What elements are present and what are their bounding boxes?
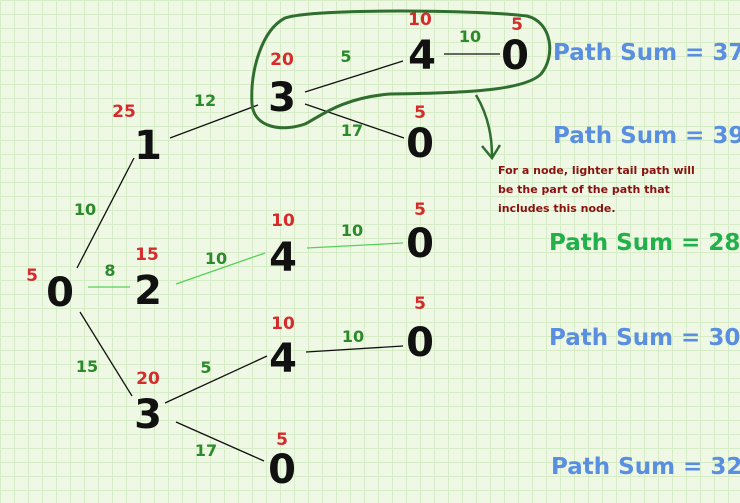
node-value: 4 bbox=[269, 336, 297, 382]
edge-weight-label: 12 bbox=[194, 91, 216, 110]
edge-root-a1 bbox=[76, 157, 135, 269]
tree-node: 05 bbox=[501, 15, 529, 79]
path-sums-layer: Path Sum = 37 Path Sum = 39 Path Sum = 28 P… bbox=[549, 40, 740, 480]
tree-node: 125 bbox=[112, 102, 162, 169]
note-line: For a node, lighter tail path will bbox=[498, 164, 695, 177]
edge-a2-a2-4 bbox=[175, 252, 266, 285]
edge-weight-label: 10 bbox=[342, 327, 364, 346]
node-subtree-sum: 15 bbox=[135, 245, 159, 265]
node-subtree-sum: 20 bbox=[270, 50, 294, 70]
node-value: 2 bbox=[134, 268, 162, 314]
node-subtree-sum: 10 bbox=[408, 10, 432, 30]
edge-root-a3 bbox=[79, 311, 133, 397]
node-subtree-sum: 5 bbox=[414, 103, 426, 123]
node-value: 4 bbox=[408, 33, 436, 79]
node-value: 3 bbox=[268, 75, 296, 121]
note-text: For a node, lighter tail path will be th… bbox=[498, 164, 699, 215]
node-value: 4 bbox=[269, 235, 297, 281]
tree-node: 215 bbox=[134, 245, 162, 314]
node-subtree-sum: 5 bbox=[414, 200, 426, 220]
path-sum-label: Path Sum = 28 bbox=[549, 230, 740, 256]
tree-node: 05 bbox=[406, 103, 434, 167]
tree-node: 05 bbox=[268, 430, 296, 493]
node-subtree-sum: 5 bbox=[276, 430, 288, 450]
path-sum-label: Path Sum = 37 bbox=[553, 40, 740, 66]
node-subtree-sum: 5 bbox=[26, 266, 38, 286]
path-sum-label: Path Sum = 32 bbox=[551, 454, 740, 480]
node-value: 0 bbox=[406, 221, 434, 267]
node-subtree-sum: 20 bbox=[136, 369, 160, 389]
edge-weight-label: 5 bbox=[200, 358, 211, 377]
node-value: 1 bbox=[134, 123, 162, 169]
node-subtree-sum: 5 bbox=[414, 294, 426, 314]
edge-weight-label: 10 bbox=[459, 27, 481, 46]
tree-node: 410 bbox=[269, 211, 297, 281]
edge-weight-label: 17 bbox=[341, 121, 363, 140]
node-subtree-sum: 25 bbox=[112, 102, 136, 122]
node-value: 0 bbox=[501, 33, 529, 79]
edge-a3-a3-0 bbox=[175, 421, 265, 462]
edge-weight-label: 17 bbox=[195, 441, 217, 460]
edge-weight-label: 10 bbox=[205, 249, 227, 268]
edge-a3-a3-4 bbox=[164, 355, 268, 404]
node-value: 0 bbox=[406, 121, 434, 167]
edge-weight-label: 10 bbox=[341, 221, 363, 240]
node-subtree-sum: 5 bbox=[511, 15, 523, 35]
edge-a1-a1-3 bbox=[169, 104, 259, 139]
tree-node: 05 bbox=[26, 266, 74, 316]
tree-node: 05 bbox=[406, 200, 434, 267]
arrow-icon bbox=[474, 94, 502, 161]
note-line: be the part of the path that bbox=[498, 183, 670, 196]
tree-node: 410 bbox=[408, 10, 436, 79]
edge-weight-label: 10 bbox=[74, 200, 96, 219]
tree-node: 320 bbox=[268, 50, 296, 121]
edges-layer bbox=[76, 53, 500, 462]
tree-node: 320 bbox=[134, 369, 162, 438]
edge-weight-label: 8 bbox=[104, 261, 115, 280]
edge-a1-3-a1-3-0 bbox=[304, 103, 405, 139]
node-value: 0 bbox=[46, 270, 74, 316]
tree-node: 410 bbox=[269, 314, 297, 382]
edge-a2-4-a2-4-0 bbox=[306, 242, 404, 249]
highlight-outline bbox=[250, 9, 552, 130]
edge-a1-3-a1-3-4 bbox=[304, 60, 404, 93]
node-subtree-sum: 10 bbox=[271, 314, 295, 334]
node-value: 0 bbox=[406, 320, 434, 366]
edge-a3-4-a3-4-0 bbox=[305, 345, 404, 353]
path-sum-label: Path Sum = 30 bbox=[549, 325, 740, 351]
node-value: 0 bbox=[268, 447, 296, 493]
edge-weight-label: 15 bbox=[76, 357, 98, 376]
node-value: 3 bbox=[134, 392, 162, 438]
note-line: includes this node. bbox=[498, 202, 616, 215]
path-sum-label: Path Sum = 39 bbox=[553, 123, 740, 149]
node-subtree-sum: 10 bbox=[271, 211, 295, 231]
edge-weight-label: 5 bbox=[340, 47, 351, 66]
tree-node: 05 bbox=[406, 294, 434, 366]
